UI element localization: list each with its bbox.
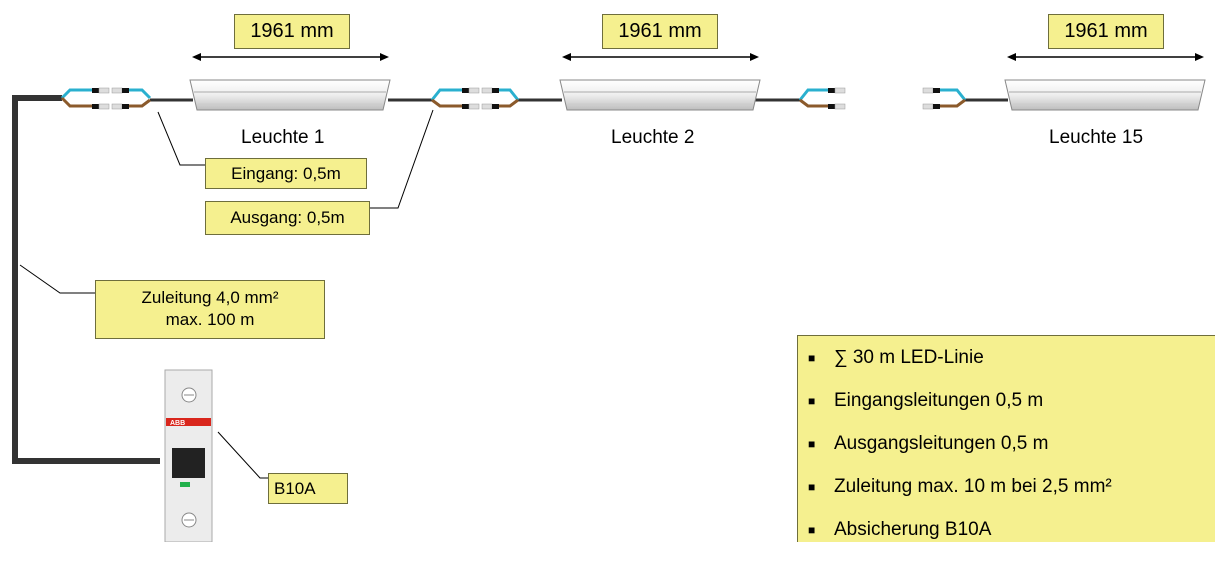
summary-text: ∑ 30 m LED-Linie [834, 347, 984, 368]
bullet-icon: ■ [808, 480, 816, 494]
lamp-15-label: Leuchte 15 [1049, 127, 1144, 148]
output-callout: Ausgang: 0,5m [205, 201, 370, 235]
lamp-2-label: Leuchte 2 [611, 127, 695, 148]
dimension-label-lamp-1: 1961 mm [234, 14, 350, 49]
bullet-icon: ■ [808, 523, 816, 537]
dimension-label-lamp-2: 1961 mm [602, 14, 718, 49]
leader-supply [19, 264, 95, 294]
wiring-diagram: ABB [12, 53, 1206, 542]
summary-item: ■ Ausgangsleitungen 0,5 m [808, 434, 1215, 477]
breaker-callout: B10A [268, 473, 348, 504]
bullet-icon: ■ [808, 394, 816, 408]
dimension-arrow-15 [1007, 53, 1204, 61]
svg-text:ABB: ABB [170, 420, 185, 427]
summary-item: ■ Zuleitung max. 10 m bei 2,5 mm² [808, 477, 1215, 520]
bullet-icon: ■ [808, 437, 816, 451]
supply-line-text-2: max. 100 m [165, 310, 255, 329]
connector-1 [60, 87, 152, 110]
summary-text: Zuleitung max. 10 m bei 2,5 mm² [834, 476, 1112, 497]
summary-text: Eingangsleitungen 0,5 m [834, 390, 1044, 411]
circuit-breaker: ABB [164, 369, 213, 542]
connector-3 [798, 87, 846, 110]
summary-item: ■ Absicherung B10A [808, 520, 1215, 563]
lamp-2-body [559, 79, 761, 111]
supply-cable [12, 95, 160, 464]
supply-line-text-1: Zuleitung 4,0 mm² [141, 288, 279, 307]
summary-text: Ausgangsleitungen 0,5 m [834, 433, 1049, 454]
lamp-1-label: Leuchte 1 [241, 127, 325, 148]
dimension-arrow-1 [192, 53, 389, 61]
dimension-label-lamp-15: 1961 mm [1048, 14, 1164, 49]
lamp-1-body [189, 79, 391, 111]
input-callout: Eingang: 0,5m [205, 158, 367, 189]
connector-4 [922, 87, 967, 110]
dimension-arrow-2 [562, 53, 759, 61]
summary-text: Absicherung B10A [834, 519, 992, 540]
summary-list: ■ ∑ 30 m LED-Linie ■ Eingangsleitungen 0,5… [798, 336, 1215, 563]
bullet-icon: ■ [808, 351, 816, 365]
leader-output [370, 109, 434, 209]
leader-breaker [217, 431, 268, 479]
summary-box: ■ ∑ 30 m LED-Linie ■ Eingangsleitungen 0,5… [797, 335, 1215, 542]
summary-item: ■ Eingangsleitungen 0,5 m [808, 391, 1215, 434]
supply-line-callout: Zuleitung 4,0 mm² max. 100 m [95, 280, 325, 339]
summary-item: ■ ∑ 30 m LED-Linie [808, 348, 1215, 391]
leader-input [157, 111, 205, 166]
lamp-15-body [1004, 79, 1206, 111]
connector-2 [430, 87, 520, 110]
